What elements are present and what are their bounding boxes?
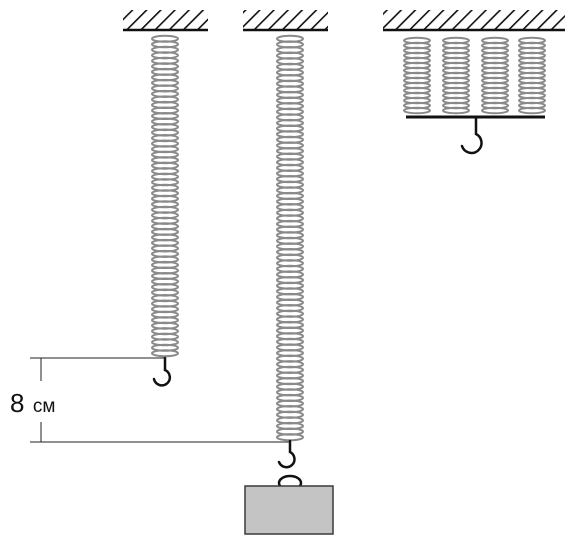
spring-coil bbox=[481, 106, 509, 115]
weight-block bbox=[244, 485, 334, 535]
measurement-unit: см bbox=[33, 396, 56, 417]
spring-coil bbox=[442, 106, 470, 115]
hook-left bbox=[152, 356, 172, 387]
parallel-spring-3 bbox=[481, 36, 509, 115]
spring-coil bbox=[403, 106, 431, 115]
hook-middle bbox=[277, 439, 296, 469]
ceiling-middle bbox=[243, 10, 328, 32]
svg-text:8 см: 8 см bbox=[10, 388, 55, 418]
parallel-spring-2 bbox=[442, 36, 470, 115]
spring-coil bbox=[276, 433, 304, 442]
hook-right bbox=[460, 115, 483, 155]
parallel-spring-1 bbox=[403, 36, 431, 115]
spring-coil bbox=[518, 106, 546, 115]
measurement-value: 8 bbox=[10, 388, 24, 418]
parallel-spring-4 bbox=[518, 36, 546, 115]
ceiling-right bbox=[383, 10, 565, 32]
ceiling-left bbox=[123, 10, 208, 32]
spring-coil bbox=[151, 349, 179, 358]
spring-loaded bbox=[276, 34, 304, 442]
spring-unloaded bbox=[151, 34, 179, 358]
